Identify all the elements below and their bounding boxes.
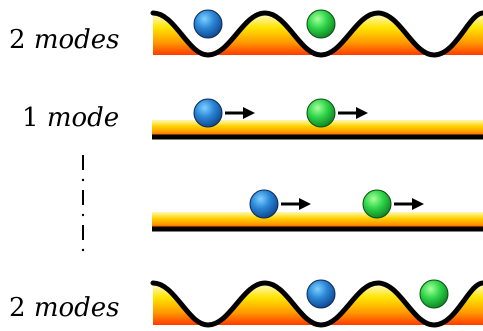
continuation-dash-dot xyxy=(81,155,85,252)
well-curve-row-1 xyxy=(150,10,483,58)
label-row-4-number: 2 xyxy=(9,293,26,323)
green-ball-icon xyxy=(306,98,336,128)
blue-ball-icon xyxy=(249,189,279,219)
right-arrow-icon xyxy=(281,198,311,210)
blue-ball-icon xyxy=(193,98,223,128)
label-row-1-word: modes xyxy=(33,25,120,55)
right-arrow-icon xyxy=(338,107,368,119)
flat-band-row-3 xyxy=(152,189,483,232)
blue-ball-icon xyxy=(193,9,223,39)
label-row-4-word: modes xyxy=(33,293,120,323)
label-row-4: 2 modes xyxy=(9,295,120,321)
flat-band-row-2 xyxy=(152,98,483,140)
blue-ball-icon xyxy=(306,279,336,309)
potential-wells-row-4 xyxy=(150,279,483,328)
green-ball-icon xyxy=(419,279,449,309)
right-arrow-icon xyxy=(225,107,255,119)
label-row-1: 2 modes xyxy=(9,27,120,53)
well-fill-row-1 xyxy=(153,13,483,55)
right-arrow-icon xyxy=(394,198,424,210)
well-curve-row-4 xyxy=(150,280,483,328)
band-fill-row-3 xyxy=(152,212,483,228)
green-ball-icon xyxy=(306,9,336,39)
well-fill-row-4 xyxy=(153,283,483,325)
label-row-2-word: mode xyxy=(46,103,120,133)
potential-wells-row-1 xyxy=(150,9,483,58)
label-row-2-number: 1 xyxy=(22,103,39,133)
label-row-1-number: 2 xyxy=(9,25,26,55)
band-fill-row-2 xyxy=(152,120,483,136)
green-ball-icon xyxy=(362,189,392,219)
label-row-2: 1 mode xyxy=(22,105,119,131)
